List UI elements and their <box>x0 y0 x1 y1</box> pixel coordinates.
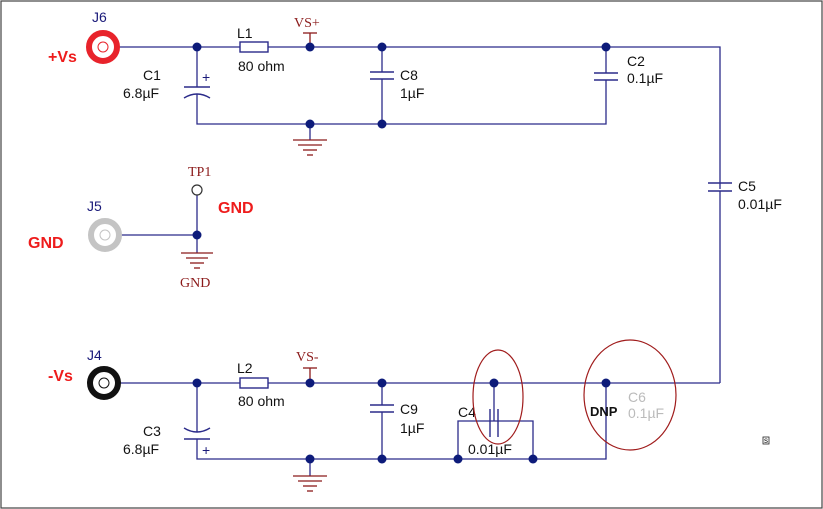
bottom-section: J4 -Vs + C3 6.8µF L2 80 ohm VS- C9 1µF <box>48 347 720 492</box>
tp1-net-label: GND <box>218 200 254 217</box>
ground-symbol-mid <box>181 252 213 269</box>
wire <box>268 46 721 189</box>
capacitor-c4[interactable] <box>489 409 499 437</box>
c6-dnp-label: DNP <box>590 404 618 419</box>
c1-value: 6.8µF <box>123 85 159 101</box>
vs-neg-label: VS- <box>296 350 319 365</box>
j4-net-label: -Vs <box>48 368 73 385</box>
middle-section: J5 GND TP1 GND GND <box>28 165 254 291</box>
ground-symbol-bottom <box>293 475 327 492</box>
c2-ref: C2 <box>627 53 645 69</box>
inductor-l1[interactable] <box>239 41 269 53</box>
junction-node <box>453 454 463 464</box>
c6-value: 0.1µF <box>628 405 664 421</box>
c8-value: 1µF <box>400 85 424 101</box>
c9-ref: C9 <box>400 401 418 417</box>
junction-node <box>192 230 202 240</box>
c5-value: 0.01µF <box>738 196 782 212</box>
l2-ref: L2 <box>237 360 253 376</box>
capacitor-c1[interactable] <box>183 74 211 104</box>
c8-ref: C8 <box>400 67 418 83</box>
junction-node <box>377 454 387 464</box>
connector-j5-hole <box>99 229 111 241</box>
c3-polarity-mark: + <box>202 442 210 458</box>
c2-value: 0.1µF <box>627 70 663 86</box>
j5-ref: J5 <box>87 198 102 214</box>
highlight-ellipse-c4 <box>472 349 524 445</box>
connector-j4[interactable] <box>87 366 121 400</box>
junction-node <box>377 119 387 129</box>
j6-ref: J6 <box>92 9 107 25</box>
connector-j6-ring <box>86 30 120 64</box>
j5-net-label: GND <box>28 235 64 252</box>
junction-node <box>377 378 387 388</box>
j6-net-label: +Vs <box>48 49 77 66</box>
junction-node <box>192 42 202 52</box>
junction-node <box>528 454 538 464</box>
l2-value: 80 ohm <box>238 393 285 409</box>
c3-ref: C3 <box>143 423 161 439</box>
junction-node <box>192 378 202 388</box>
j4-ref: J4 <box>87 347 102 363</box>
junction-node <box>305 454 315 464</box>
capacitor-c8[interactable] <box>370 71 394 84</box>
junction-node <box>601 42 611 52</box>
junction-node <box>305 42 315 52</box>
inductor-l2[interactable] <box>239 377 269 389</box>
c6-ref: C6 <box>628 389 646 405</box>
l1-value: 80 ohm <box>238 58 285 74</box>
ground-symbol-top <box>293 139 327 156</box>
junction-node <box>601 378 611 388</box>
junction-node <box>377 42 387 52</box>
c9-value: 1µF <box>400 420 424 436</box>
connector-j6-hole <box>97 41 109 53</box>
connector-j5-ring <box>88 218 122 252</box>
connector-j6[interactable] <box>86 30 120 64</box>
wire <box>196 383 607 460</box>
capacitor-c3[interactable] <box>183 425 211 447</box>
highlight-ellipse-c6 <box>583 339 677 451</box>
capacitor-c2[interactable] <box>594 72 618 85</box>
corner-marker: s <box>764 436 768 445</box>
junction-node <box>305 378 315 388</box>
c4-footprint-outline <box>457 420 534 459</box>
connector-j4-hole <box>98 377 110 389</box>
top-section: J6 +Vs + C1 6.8µF L1 80 ohm VS+ C8 1µF <box>48 9 721 189</box>
c4-value: 0.01µF <box>468 441 512 457</box>
junction-node <box>489 378 499 388</box>
gnd-label: GND <box>180 276 210 291</box>
c1-polarity-mark: + <box>202 69 210 85</box>
c1-ref: C1 <box>143 67 161 83</box>
wire <box>196 85 607 125</box>
l1-ref: L1 <box>237 25 253 41</box>
vs-pos-label: VS+ <box>294 16 320 31</box>
c3-value: 6.8µF <box>123 441 159 457</box>
connector-j4-ring <box>87 366 121 400</box>
corner-marker-box <box>762 436 770 445</box>
capacitor-c5[interactable] <box>708 182 732 383</box>
capacitor-c9[interactable] <box>370 404 394 417</box>
tp1-ref: TP1 <box>188 165 211 180</box>
test-point-tp1[interactable] <box>191 184 203 196</box>
c4-ref: C4 <box>458 404 476 420</box>
junction-node <box>305 119 315 129</box>
connector-j5[interactable] <box>88 218 122 252</box>
c5-ref: C5 <box>738 178 756 194</box>
